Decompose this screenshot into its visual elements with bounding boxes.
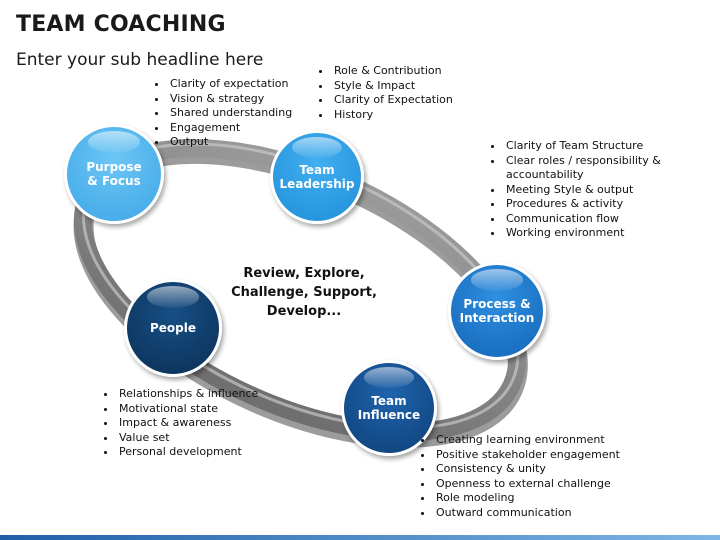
- list-item: Clarity of Team Structure: [504, 139, 694, 154]
- list-item: Relationships & influence: [117, 387, 258, 402]
- purpose-list: Clarity of expectation Vision & strategy…: [154, 77, 292, 150]
- node-process-interaction: Process & Interaction: [448, 262, 546, 360]
- node-leadership-label: Team Leadership: [279, 163, 355, 191]
- node-gloss: [363, 366, 415, 389]
- list-item: Vision & strategy: [168, 92, 292, 107]
- list-item: Clarity of expectation: [168, 77, 292, 92]
- node-influence-label: Team Influence: [357, 394, 421, 422]
- list-item: Openness to external challenge: [434, 477, 620, 492]
- page-subtitle: Enter your sub headline here: [16, 50, 264, 70]
- page-title: TEAM COACHING: [16, 12, 226, 37]
- node-people-label: People: [149, 321, 197, 335]
- list-item: Value set: [117, 431, 258, 446]
- list-item: Output: [168, 135, 292, 150]
- node-team-leadership: Team Leadership: [270, 130, 364, 224]
- list-item: Clear roles / responsibility & accountab…: [504, 154, 694, 183]
- node-gloss: [147, 285, 199, 308]
- footer-bar: [0, 535, 720, 540]
- list-item: Motivational state: [117, 402, 258, 417]
- list-item: Creating learning environment: [434, 433, 620, 448]
- list-item: Role & Contribution: [332, 64, 453, 79]
- list-item: Outward communication: [434, 506, 620, 521]
- center-text: Review, Explore, Challenge, Support, Dev…: [231, 266, 377, 319]
- list-item: Engagement: [168, 121, 292, 136]
- list-item: Working environment: [504, 226, 694, 241]
- node-people: People: [124, 279, 222, 377]
- list-item: Consistency & unity: [434, 462, 620, 477]
- list-item: Clarity of Expectation: [332, 93, 453, 108]
- list-item: Shared understanding: [168, 106, 292, 121]
- list-item: Positive stakeholder engagement: [434, 448, 620, 463]
- node-process-label: Process & Interaction: [459, 297, 535, 325]
- list-item: Meeting Style & output: [504, 183, 694, 198]
- node-purpose-focus: Purpose & Focus: [64, 124, 164, 224]
- process-list: Clarity of Team Structure Clear roles / …: [490, 139, 694, 241]
- people-list: Relationships & influence Motivational s…: [103, 387, 258, 460]
- list-item: Impact & awareness: [117, 416, 258, 431]
- list-item: Communication flow: [504, 212, 694, 227]
- node-team-influence: Team Influence: [341, 360, 437, 456]
- list-item: History: [332, 108, 453, 123]
- node-purpose-label: Purpose & Focus: [86, 160, 142, 188]
- node-gloss: [471, 268, 523, 291]
- influence-list: Creating learning environment Positive s…: [420, 433, 620, 520]
- leadership-list: Role & Contribution Style & Impact Clari…: [318, 64, 453, 122]
- node-gloss: [292, 136, 342, 158]
- list-item: Style & Impact: [332, 79, 453, 94]
- list-item: Role modeling: [434, 491, 620, 506]
- list-item: Personal development: [117, 445, 258, 460]
- node-gloss: [87, 130, 141, 154]
- list-item: Procedures & activity: [504, 197, 694, 212]
